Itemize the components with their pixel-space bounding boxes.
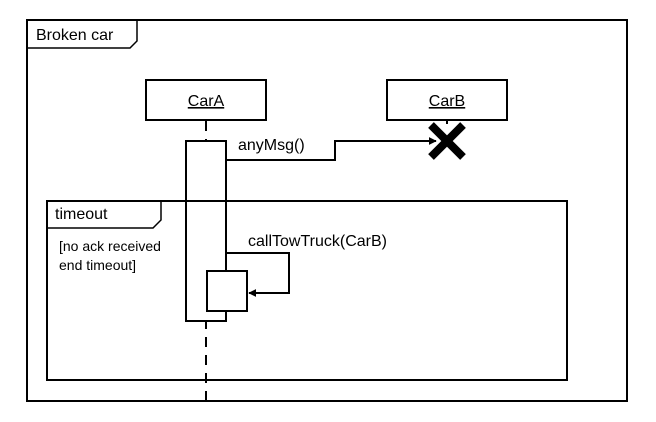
lifeline-name-carb: CarB [429,93,465,110]
timeout-fragment: timeout [no ack received end timeout] [46,200,568,381]
message-anymsg-label: anyMsg() [238,137,305,154]
x-cross-icon [428,122,466,160]
message-calltowtruck-label: callTowTruck(CarB) [248,233,387,250]
nested-activation-bar[interactable] [206,270,248,312]
message-anymsg: anyMsg() [227,137,437,161]
fragment-operator: timeout [55,206,108,223]
outer-frame: Broken car [26,19,628,402]
lifeline-carb: CarB [386,79,508,124]
lifeline-name-cara: CarA [188,93,225,110]
message-anymsg-arrow[interactable] [227,137,437,161]
message-calltowtruck: callTowTruck(CarB) [206,233,387,312]
lifeline-cara: CarA [145,79,267,402]
fragment-guard-line1: [no ack received [59,238,161,254]
lifeline-head-cara[interactable] [145,79,267,121]
fragment-guard-line2: end timeout] [59,257,136,273]
frame-title: Broken car [36,27,114,44]
message-calltowtruck-arrow[interactable] [227,252,290,297]
lifeline-head-carb[interactable] [386,79,508,121]
